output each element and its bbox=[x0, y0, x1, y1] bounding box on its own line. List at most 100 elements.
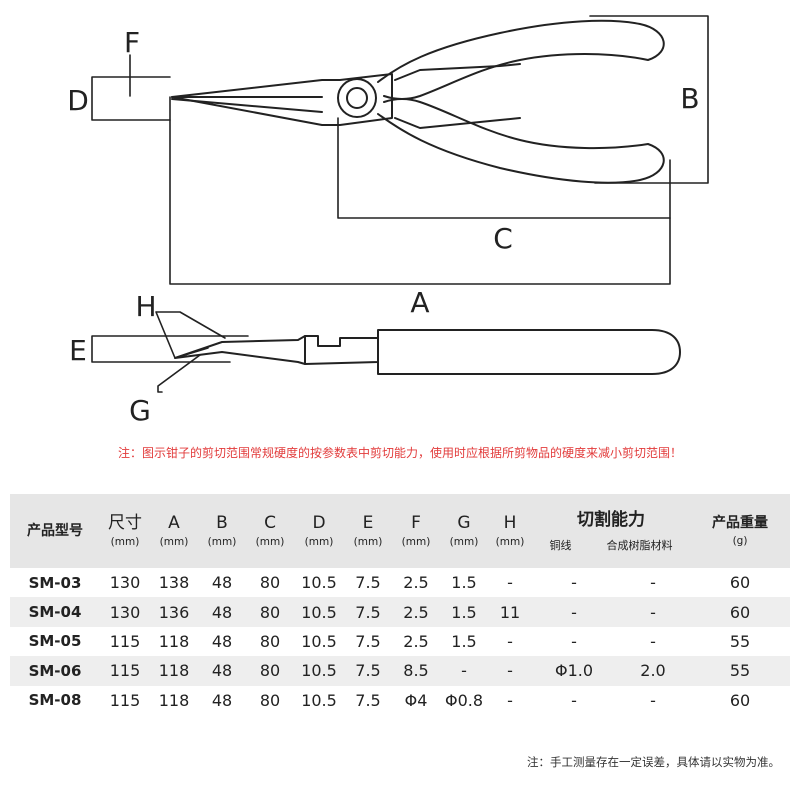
cell: Φ0.8 bbox=[444, 690, 484, 710]
cell: 10.5 bbox=[301, 690, 337, 710]
cell: 80 bbox=[246, 597, 294, 627]
pliers-lower-handle-inner bbox=[394, 117, 521, 129]
cell: 10.5 bbox=[294, 656, 344, 686]
table-row: SM-03 130 138 48 80 10.5 7.5 2.5 1.5 - -… bbox=[10, 568, 790, 597]
spec-table: 产品型号 尺寸(mm) A(mm) B(mm) C(mm) D(mm) E(mm… bbox=[10, 494, 790, 715]
dim-label-c: C bbox=[493, 222, 513, 255]
pliers-upper-handle bbox=[377, 19, 665, 100]
cell: 115 bbox=[100, 656, 150, 686]
header-size: 尺寸(mm) bbox=[100, 494, 150, 568]
pliers-side-view bbox=[174, 329, 681, 375]
cell: 80 bbox=[259, 573, 281, 593]
cell: 115 bbox=[109, 631, 141, 651]
cell: 1.5 bbox=[451, 573, 477, 593]
cell: 8.5 bbox=[392, 656, 440, 686]
pliers-pivot-outer bbox=[337, 78, 377, 118]
cell: Φ4 bbox=[404, 690, 428, 710]
header-synthetic-resin: 合成树脂材料 bbox=[606, 539, 673, 552]
table-header-row: 产品型号 尺寸(mm) A(mm) B(mm) C(mm) D(mm) E(mm… bbox=[10, 494, 790, 568]
cell: - bbox=[532, 597, 616, 627]
pliers-jaws-outline bbox=[171, 73, 393, 126]
measurement-error-note: 注：手工测量存在一定误差，具体请以实物为准。 bbox=[527, 755, 780, 769]
cell: 7.5 bbox=[355, 690, 381, 710]
cell: 118 bbox=[150, 656, 198, 686]
header-d: D(mm) bbox=[294, 494, 344, 568]
dim-label-g: G bbox=[129, 394, 151, 427]
cell: 48 bbox=[198, 656, 246, 686]
header-model: 产品型号 bbox=[10, 494, 100, 568]
table-row: SM-06 115 118 48 80 10.5 7.5 8.5 - - Φ1.… bbox=[10, 656, 790, 686]
cell-model: SM-04 bbox=[10, 597, 100, 627]
cell: 10.5 bbox=[301, 631, 337, 651]
dim-line-g bbox=[157, 354, 201, 393]
cell: 2.5 bbox=[392, 597, 440, 627]
cell-model: SM-08 bbox=[28, 691, 82, 710]
cell: 115 bbox=[109, 690, 141, 710]
cell: - bbox=[571, 690, 577, 710]
cell: 55 bbox=[729, 631, 751, 651]
cell: 48 bbox=[211, 631, 233, 651]
header-f: F(mm) bbox=[392, 494, 440, 568]
dim-line-e bbox=[91, 335, 249, 363]
pliers-side-handle bbox=[377, 329, 681, 375]
cell: 80 bbox=[259, 631, 281, 651]
cell: - bbox=[571, 631, 577, 651]
cell: - bbox=[507, 631, 513, 651]
table-row: SM-05 115 118 48 80 10.5 7.5 2.5 1.5 - -… bbox=[10, 627, 790, 656]
pliers-side-joint bbox=[304, 335, 379, 365]
dim-label-h: H bbox=[135, 290, 156, 323]
pliers-dimension-diagram: F D B C A H E G bbox=[67, 15, 709, 427]
cell: - bbox=[488, 656, 532, 686]
header-copper-wire: 铜线 bbox=[549, 539, 572, 552]
cell: 80 bbox=[246, 656, 294, 686]
cell: 118 bbox=[158, 690, 190, 710]
dim-label-e: E bbox=[69, 334, 87, 367]
dim-line-c bbox=[337, 117, 671, 219]
table-row: SM-04 130 136 48 80 10.5 7.5 2.5 1.5 11 … bbox=[10, 597, 790, 627]
header-a: A(mm) bbox=[150, 494, 198, 568]
cell: 48 bbox=[198, 597, 246, 627]
cell: 130 bbox=[100, 597, 150, 627]
cell: - bbox=[507, 573, 513, 593]
cell: 80 bbox=[259, 690, 281, 710]
dim-line-a bbox=[169, 96, 671, 285]
cell: 136 bbox=[150, 597, 198, 627]
dim-label-d: D bbox=[67, 84, 89, 117]
dimension-lines-side bbox=[91, 311, 249, 393]
cell: 10.5 bbox=[301, 573, 337, 593]
cell: 1.5 bbox=[440, 597, 488, 627]
pliers-side-tip bbox=[174, 335, 306, 365]
pliers-jaw-line-lower bbox=[171, 98, 323, 113]
cell: 2.5 bbox=[403, 573, 429, 593]
dimension-lines-top bbox=[91, 15, 709, 285]
cell: - bbox=[571, 573, 577, 593]
cell: 60 bbox=[729, 573, 751, 593]
header-weight: 产品重量(g) bbox=[690, 494, 790, 568]
cell: - bbox=[440, 656, 488, 686]
cell: 7.5 bbox=[344, 597, 392, 627]
cell-model: SM-06 bbox=[10, 656, 100, 686]
dim-line-h bbox=[155, 311, 226, 359]
cell: 10.5 bbox=[294, 597, 344, 627]
cell: - bbox=[507, 690, 513, 710]
table-row: SM-08 115 118 48 80 10.5 7.5 Φ4 Φ0.8 - -… bbox=[10, 686, 790, 715]
header-h: H(mm) bbox=[488, 494, 532, 568]
cell: 2.0 bbox=[616, 656, 690, 686]
cell: 55 bbox=[690, 656, 790, 686]
pliers-pivot-inner bbox=[346, 87, 368, 109]
cell: 60 bbox=[729, 690, 751, 710]
cell: 2.5 bbox=[403, 631, 429, 651]
header-e: E(mm) bbox=[344, 494, 392, 568]
cell-model: SM-05 bbox=[28, 632, 82, 651]
dimension-letters: F D B C A H E G bbox=[67, 26, 699, 427]
cell: 1.5 bbox=[451, 631, 477, 651]
cell: - bbox=[650, 573, 656, 593]
cell: 7.5 bbox=[355, 573, 381, 593]
cell: Φ1.0 bbox=[532, 656, 616, 686]
cell: - bbox=[650, 690, 656, 710]
header-b: B(mm) bbox=[198, 494, 246, 568]
pliers-upper-handle-inner bbox=[394, 63, 521, 81]
cell: 60 bbox=[690, 597, 790, 627]
dim-line-d bbox=[91, 76, 171, 121]
cell: 118 bbox=[158, 631, 190, 651]
